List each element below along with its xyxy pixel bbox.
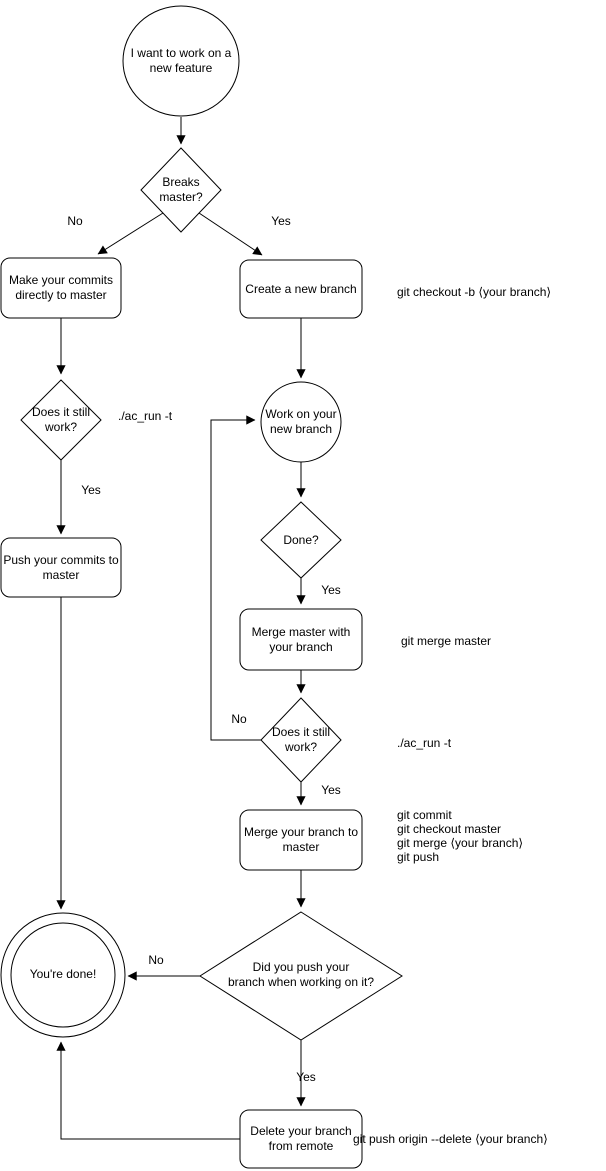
edge-breaks-no [97,212,164,255]
edge-label-yes-breaks: Yes [266,214,296,229]
push-commits-label: Push your commits to master [1,538,121,597]
start-circle [122,5,240,117]
label-line: No [148,953,164,967]
breaks-master-label: Breaks master? [141,175,221,205]
label-line: Merge your branch to [243,825,359,839]
edge-label-yes-done: Yes [316,583,346,598]
annotation-delete-remote-cmd: git push origin --delete ⟨your branch⟩ [353,1132,548,1146]
label-line: master [282,840,320,854]
merge-branch-label: Merge your branch to master [240,810,362,870]
label-line: Does it still [271,725,330,739]
annotation-acrun-1: ./ac_run -t [118,409,173,423]
did-push-label: Did you push your branch when working on… [211,960,391,990]
push-commits-box [0,537,122,598]
delete-branch-label: Delete your branch from remote [240,1110,362,1168]
label-line: new feature [149,60,213,75]
delete-branch-box [239,1109,363,1169]
label-line: Yes [321,583,341,597]
create-branch-box [239,259,363,319]
label-line: Yes [271,214,291,228]
label-line: Make your commits [8,273,114,287]
edge-label-yes-didpush: Yes [291,1070,321,1085]
label-line: Yes [81,483,101,497]
annotation-acrun-2: ./ac_run -t [397,736,452,750]
label-line: Yes [321,783,341,797]
merge-branch-box [239,809,363,871]
edge-label-no-stillwork2: No [224,712,254,727]
still-work-1-label: Does it still work? [11,405,111,435]
label-line: new branch [269,422,333,436]
label-line: No [67,214,83,228]
edge-label-no-didpush: No [141,953,171,968]
youre-done-label: You're done! [13,967,113,982]
breaks-master-diamond [140,147,222,233]
label-line: You're done! [29,967,97,981]
still-work-1-diamond [20,379,102,461]
label-line: work? [44,420,77,434]
work-branch-label: Work on your new branch [251,407,351,437]
done-inner-circle [10,922,116,1028]
merge-master-box [239,608,363,671]
create-branch-label: Create a new branch [240,260,362,318]
label-line: No [231,712,247,726]
did-push-diamond [199,911,403,1041]
annotation-line: git push [397,850,440,864]
label-line: Merge master with [251,624,351,639]
edge-breaks-yes [198,212,263,256]
label-line: Create a new branch [245,281,357,296]
label-line: Delete your branch [250,1124,352,1138]
label-line: Push your commits to [3,552,119,567]
label-line: Done? [283,533,319,547]
label-line: work? [284,740,317,754]
annotation-line: git merge ⟨your branch⟩ [397,836,524,850]
annotation-line: git commit [397,808,452,822]
label-line: Yes [296,1070,316,1084]
label-line: Breaks [162,175,200,189]
edge-label-yes-stillwork1: Yes [76,483,106,498]
edge-label-no-breaks: No [60,214,90,229]
label-line: directly to master [15,288,107,302]
annotation-merge-master-cmd: git merge master [401,634,492,648]
label-line: branch when working on it? [227,975,375,989]
annotation-merge-branch-cmds: git commit git checkout master git merge… [397,808,523,864]
label-line: from remote [268,1139,334,1153]
edge-delete-to-done-loop [56,1041,240,1140]
label-line: I want to work on a [130,45,232,60]
label-line: Does it still [31,405,90,419]
annotation-checkout-cmd: git checkout -b ⟨your branch⟩ [397,285,552,299]
edge-label-yes-stillwork2: Yes [316,783,346,798]
done-diamond [260,501,342,579]
label-line: master? [159,190,203,204]
label-line: Work on your [265,407,337,421]
merge-master-label: Merge master with your branch [240,609,362,670]
make-commits-box [0,257,122,319]
start-label: I want to work on a new feature [121,38,241,83]
work-branch-circle [260,381,342,463]
make-commits-label: Make your commits directly to master [1,258,121,318]
still-work-2-diamond [260,697,342,783]
still-work-2-label: Does it still work? [251,725,351,755]
label-line: master [42,567,80,582]
done-label: Done? [271,533,331,548]
label-line: your branch [269,639,333,654]
label-line: Did you push your [252,960,350,974]
edge-stillwork2-no-loop [210,415,261,741]
annotation-line: git checkout master [397,822,502,836]
